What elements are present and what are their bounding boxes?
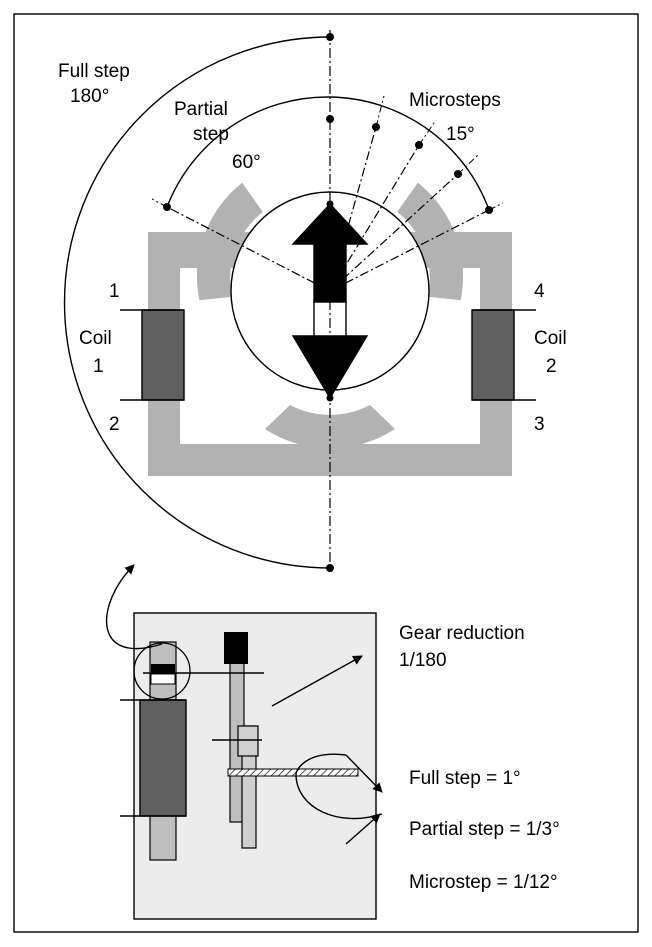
motor-body bbox=[139, 699, 187, 817]
coil-2-word-label: Coil bbox=[534, 328, 567, 349]
output-pointer-arm bbox=[227, 768, 359, 777]
full-step-angle-label: 180° bbox=[70, 86, 109, 107]
step-points bbox=[163, 33, 493, 572]
step-radial-lines bbox=[166, 126, 490, 292]
motor-gear-bottom bbox=[150, 673, 176, 685]
coil-2 bbox=[471, 309, 515, 401]
microsteps-label: Microsteps bbox=[409, 90, 501, 111]
partial-step-angle-label: 60° bbox=[232, 152, 261, 173]
partial-step-output-label: Partial step = 1/3° bbox=[409, 819, 560, 840]
stator-core bbox=[148, 182, 512, 476]
output-gear bbox=[237, 725, 259, 757]
microstep-angle-label: 15° bbox=[446, 124, 475, 145]
full-step-output-label: Full step = 1° bbox=[409, 768, 521, 789]
gear-reduction-label: Gear reduction bbox=[399, 623, 525, 644]
magnifier-circle bbox=[133, 642, 191, 700]
partial-step-label-line1: Partial bbox=[174, 99, 228, 120]
gear-reduction-arrow bbox=[271, 655, 363, 707]
coil-1-number-label: 1 bbox=[93, 356, 104, 377]
partial-step-label-line2: step bbox=[193, 124, 229, 145]
gear-ratio-label: 1/180 bbox=[399, 650, 447, 671]
motor-gear-top bbox=[151, 664, 175, 674]
figure-border bbox=[13, 13, 639, 933]
terminal-1-label: 1 bbox=[109, 281, 120, 302]
coil-1 bbox=[141, 309, 185, 401]
coil-1-word-label: Coil bbox=[79, 328, 112, 349]
full-step-arc bbox=[63, 36, 331, 569]
rotation-arrow-bottom bbox=[345, 813, 381, 845]
coil-2-number-label: 2 bbox=[546, 356, 557, 377]
coil-leads bbox=[120, 309, 536, 401]
rotation-arrow-top bbox=[345, 754, 383, 793]
terminal-4-label: 4 bbox=[534, 281, 545, 302]
partial-step-arc bbox=[166, 96, 490, 211]
rotation-arc bbox=[295, 753, 383, 820]
microstep-output-label: Microstep = 1/12° bbox=[409, 872, 558, 893]
full-step-label: Full step bbox=[58, 61, 130, 82]
intermediate-gear bbox=[224, 632, 248, 664]
terminal-2-label: 2 bbox=[109, 414, 120, 435]
zoom-arrow bbox=[105, 564, 163, 650]
terminal-3-label: 3 bbox=[534, 414, 545, 435]
